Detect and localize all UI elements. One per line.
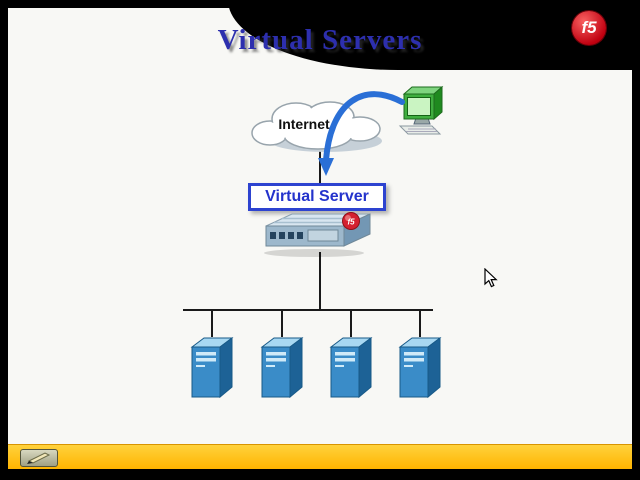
server-tower-icon — [258, 335, 306, 401]
bottom-toolbar — [8, 444, 632, 469]
server-tower-icon — [327, 335, 375, 401]
annotation-pen-button[interactable] — [20, 449, 58, 467]
slide-title: Virtual Servers — [217, 24, 423, 56]
bigip-appliance-icon: f5 — [256, 208, 374, 258]
f5-logo: f5 — [572, 11, 606, 45]
server-tower-icon — [396, 335, 444, 401]
f5-logo-text: f5 — [581, 18, 597, 37]
connector-cloud-to-vs — [319, 150, 321, 184]
appliance-f5-ball-text: f5 — [347, 218, 355, 227]
virtual-server-box: Virtual Server — [248, 183, 386, 211]
mouse-cursor — [484, 268, 498, 288]
client-arrow-icon — [305, 86, 417, 180]
pen-icon — [27, 452, 51, 464]
connector-drop-3 — [350, 311, 352, 337]
connector-drop-4 — [419, 311, 421, 337]
virtual-server-label: Virtual Server — [265, 188, 369, 205]
cloud-label: Internet — [278, 116, 330, 132]
connector-vs-to-bus — [319, 252, 321, 311]
workstation-icon — [394, 82, 450, 138]
connector-drop-1 — [211, 311, 213, 337]
bus-line — [183, 309, 433, 311]
connector-drop-2 — [281, 311, 283, 337]
server-tower-icon — [188, 335, 236, 401]
